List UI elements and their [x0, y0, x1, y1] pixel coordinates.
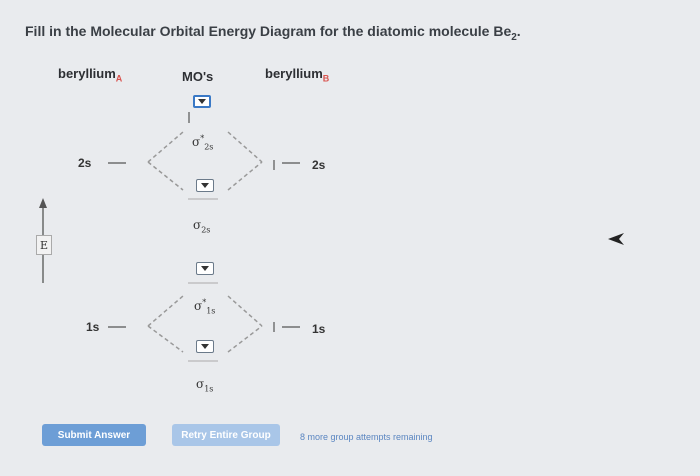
dash-right-1s-to-sigma-1s: [227, 325, 263, 353]
retry-entire-group-button[interactable]: Retry Entire Group: [172, 424, 280, 446]
right-2s-label: 2s: [312, 158, 326, 172]
mo-star: *: [200, 134, 205, 143]
sigma-star-2s-occupancy-dropdown[interactable]: [193, 95, 211, 108]
dash-left-1s-to-sigma-1s: [147, 325, 184, 353]
chevron-down-icon: [201, 266, 209, 271]
header-mos: MO's: [182, 69, 214, 84]
header-right-name: beryllium: [265, 66, 323, 81]
molecule-formula: Be: [493, 23, 512, 39]
sigma-star-1s-label: σ*1s: [194, 298, 215, 315]
sigma-2s-label: σ2s: [193, 218, 210, 234]
mo-sym: σ: [194, 299, 203, 313]
dash-right-2s-to-sigma-2s: [227, 161, 263, 191]
left-1s-label: 1s: [86, 320, 100, 334]
mouse-cursor-icon: [608, 233, 624, 245]
right-1s-label: 1s: [312, 322, 326, 336]
sigma-1s-label: σ1s: [196, 377, 213, 393]
dash-left-1s-to-sigma-star-1s: [147, 295, 184, 327]
dash-right-2s-to-sigma-star-2s: [227, 131, 263, 163]
sigma-2s-occupancy-dropdown[interactable]: [196, 179, 214, 192]
header-right-sub: B: [322, 73, 330, 84]
molecule-subscript: 2: [511, 31, 517, 43]
header-left-name: beryllium: [58, 66, 116, 81]
mo-sub: 1s: [206, 306, 216, 316]
dash-left-2s-to-sigma-2s: [147, 161, 184, 191]
question-prefix: Fill in the Molecular Orbital Energy Dia…: [25, 23, 494, 39]
mo-sym: σ: [192, 135, 201, 149]
mo-sym: σ: [193, 218, 202, 232]
left-2s-label: 2s: [78, 156, 92, 170]
chevron-down-icon: [198, 99, 206, 104]
header-beryllium-a: berylliumA: [58, 66, 122, 84]
question-text: Fill in the Molecular Orbital Energy Dia…: [25, 23, 521, 43]
dash-right-1s-to-sigma-star-1s: [227, 295, 263, 327]
energy-axis-label: E: [36, 235, 52, 255]
question-suffix: .: [516, 23, 521, 39]
mo-star: *: [202, 298, 207, 307]
sigma-1s-occupancy-dropdown[interactable]: [196, 340, 214, 353]
dash-left-2s-to-sigma-star-2s: [147, 131, 184, 163]
sigma-star-2s-label: σ*2s: [192, 134, 213, 151]
mo-sub: 1s: [204, 384, 214, 394]
submit-answer-button[interactable]: Submit Answer: [42, 424, 146, 446]
mo-sub: 2s: [201, 225, 211, 235]
header-beryllium-b: berylliumB: [265, 66, 329, 84]
header-left-sub: A: [115, 73, 123, 84]
energy-arrow-head: [39, 198, 47, 208]
attempts-remaining-text: 8 more group attempts remaining: [300, 432, 433, 442]
mo-sub: 2s: [204, 142, 214, 152]
chevron-down-icon: [201, 344, 209, 349]
mo-sym: σ: [196, 377, 205, 391]
sigma-star-1s-occupancy-dropdown[interactable]: [196, 262, 214, 275]
chevron-down-icon: [201, 183, 209, 188]
